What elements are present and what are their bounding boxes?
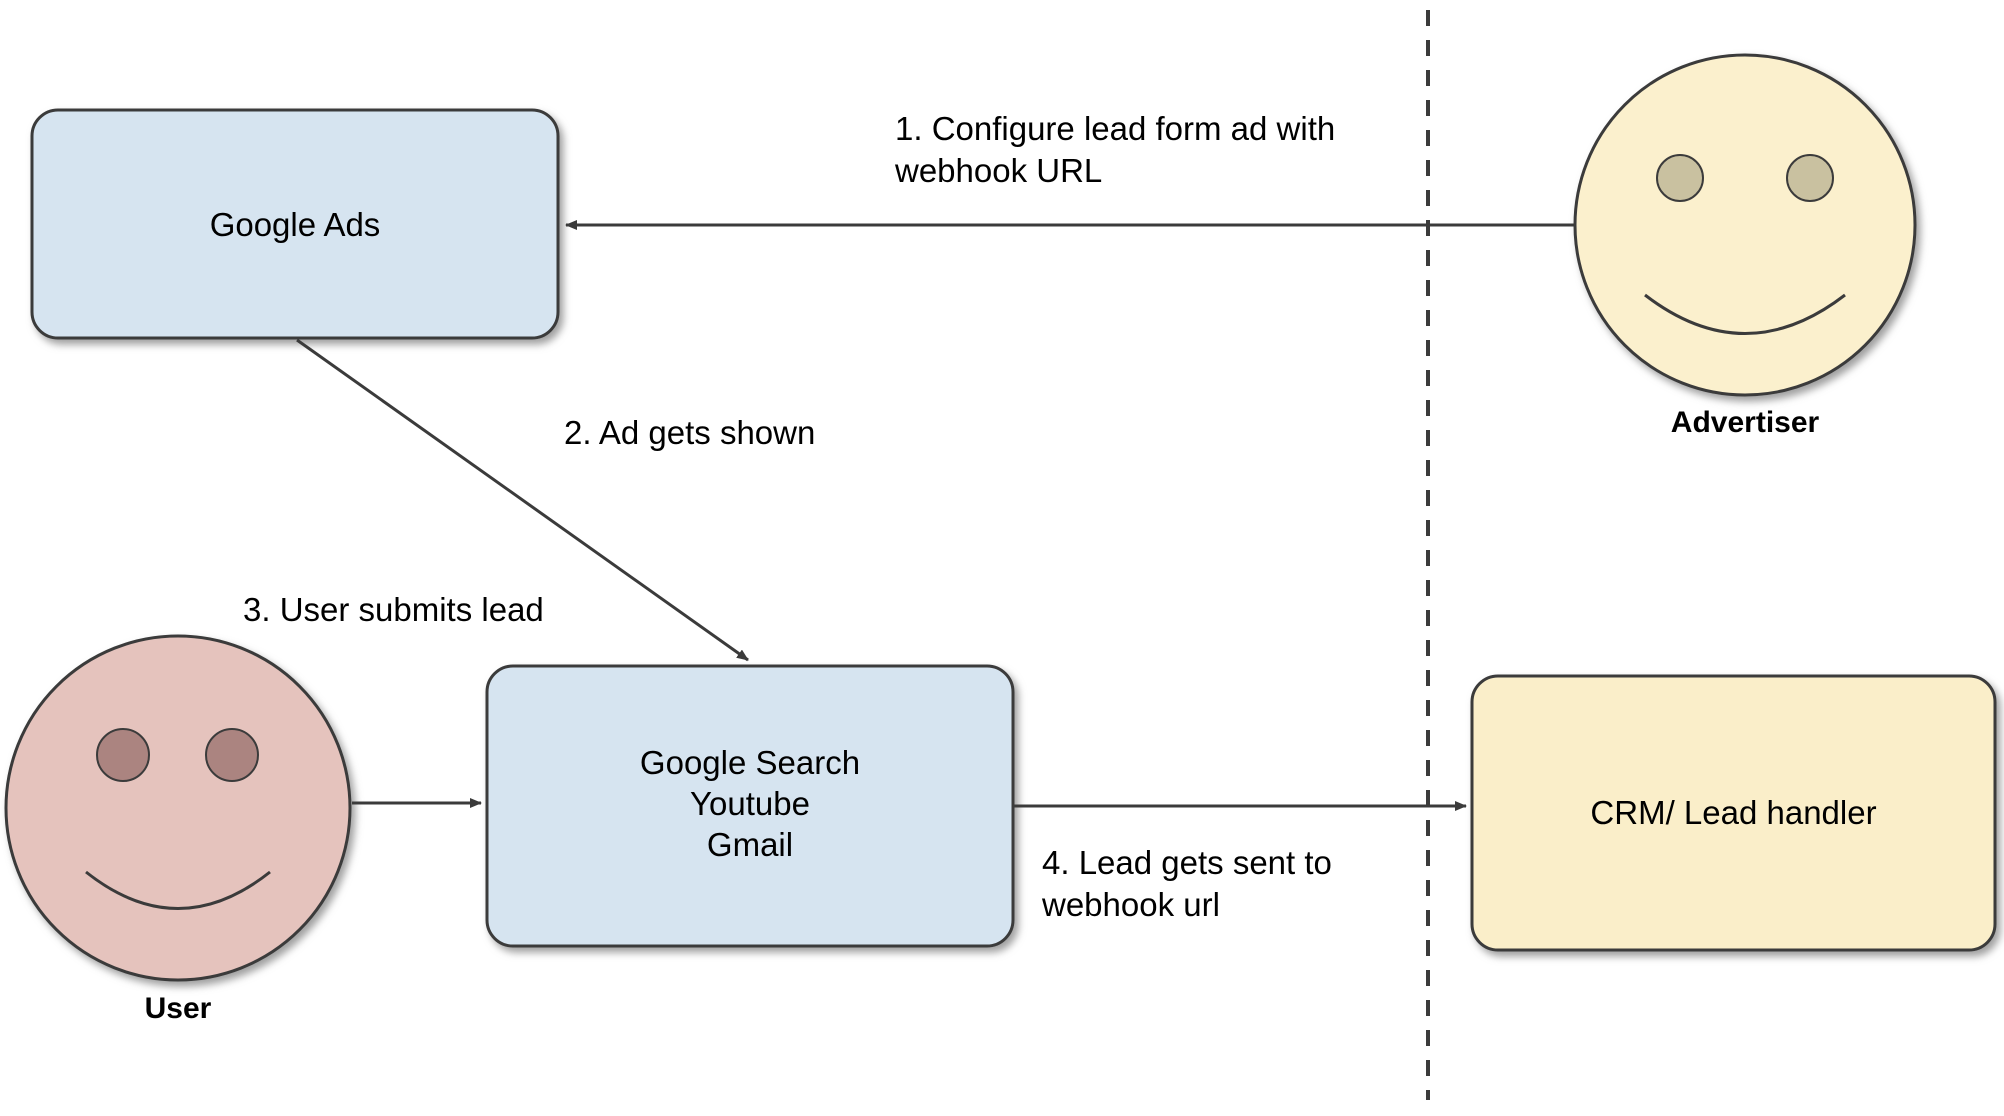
user-smile-icon	[85, 870, 271, 910]
google-properties-box-shape[interactable]	[485, 664, 1015, 948]
google-ads-box-shape[interactable]	[30, 108, 560, 340]
user-face-circle	[4, 634, 352, 982]
advertiser-actor-label: Advertiser	[1670, 406, 1820, 439]
advertiser-face-circle	[1573, 53, 1917, 397]
edge-4-label: 4. Lead gets sent to webhook url	[1042, 844, 1332, 923]
crm-lead-handler-box-shape[interactable]	[1470, 674, 1997, 952]
edge-2-label: 2. Ad gets shown	[564, 414, 816, 451]
user-right-eye-icon	[205, 728, 259, 782]
user-left-eye-icon	[96, 728, 150, 782]
user-actor-shape[interactable]	[4, 634, 352, 982]
edge-3-label: 3. User submits lead	[243, 591, 544, 628]
advertiser-smile-icon	[1644, 293, 1846, 335]
user-actor-label: User	[144, 992, 212, 1025]
advertiser-left-eye-icon	[1656, 154, 1704, 202]
edge-1-label: 1. Configure lead form ad with webhook U…	[895, 110, 1336, 189]
advertiser-right-eye-icon	[1786, 154, 1834, 202]
advertiser-actor-shape[interactable]	[1573, 53, 1917, 397]
edge-google-ads-to-google-properties-line[interactable]	[296, 338, 749, 662]
